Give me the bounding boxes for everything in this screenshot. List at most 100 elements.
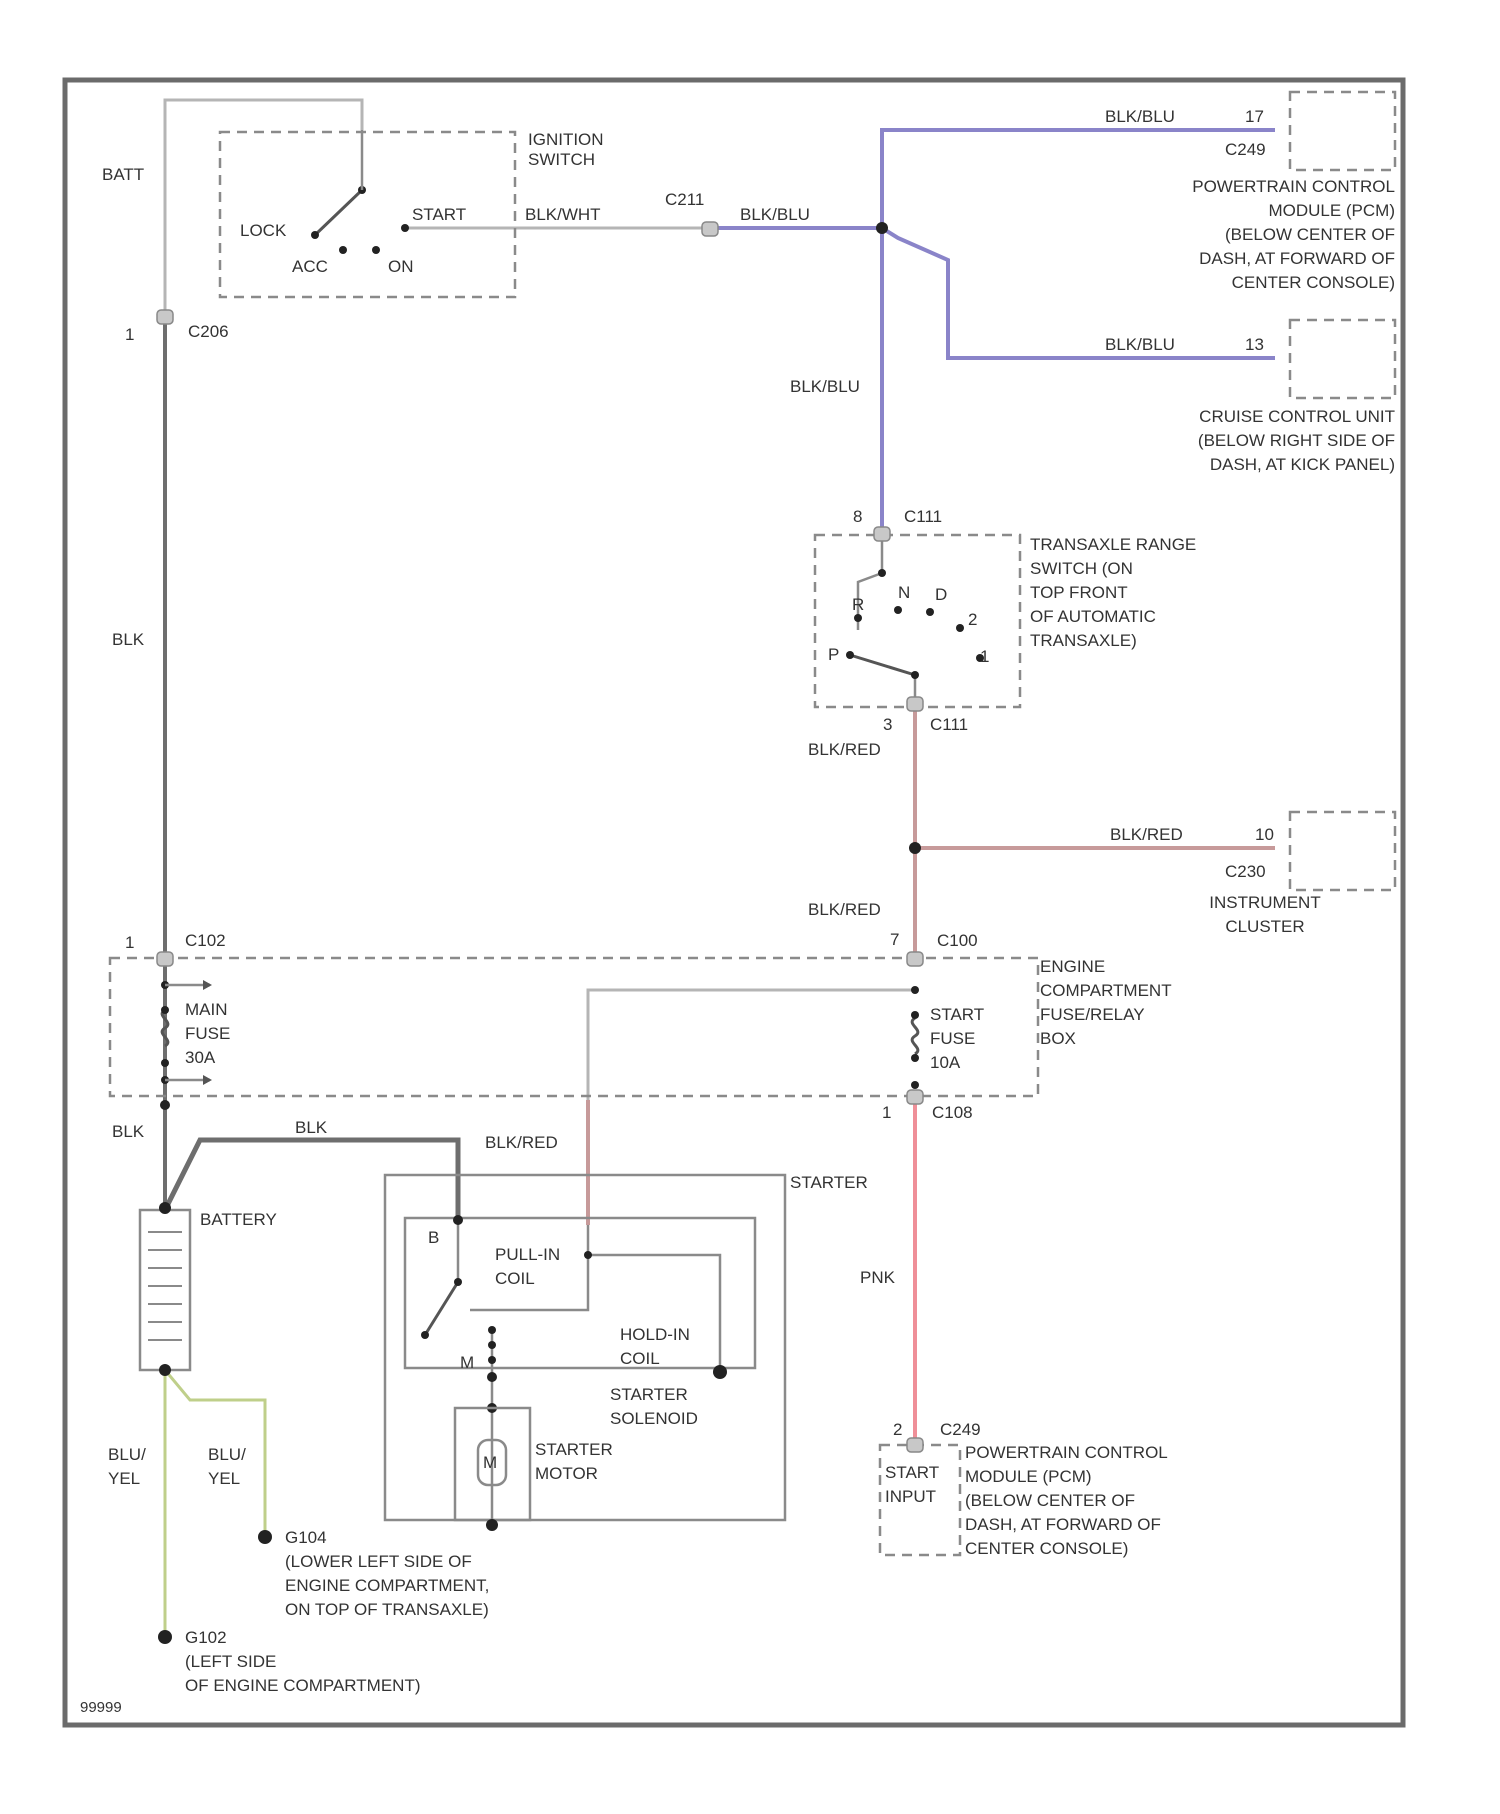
m-dot-4 [487,1372,497,1382]
label-ignition-switch-line-1: IGNITION [528,130,604,149]
label-blk-red-3: BLK/RED [808,900,881,919]
label-hold-in-line-2: COIL [620,1349,660,1368]
label-pin-2: 2 [893,1420,902,1439]
start-fuse-symbol [912,1018,918,1054]
label-g104: G104 [285,1528,327,1547]
label-g102: G102 [185,1628,227,1647]
label-pin-13: 13 [1245,335,1264,354]
start-fuse-dot-3 [911,1054,919,1062]
label-gear-n: N [898,583,910,602]
label-pin-1-c206: 1 [125,325,134,344]
label-solenoid-line-1: STARTER [610,1385,688,1404]
trs-contact-n [894,606,902,614]
label-g102-loc-line-2: OF ENGINE COMPARTMENT) [185,1676,421,1695]
trs-blade [850,655,915,675]
label-blk-wht: BLK/WHT [525,205,601,224]
blk-junction-dot [160,1100,170,1110]
start-fuse-dot-4 [911,1081,919,1089]
label-main-fuse-line-2: FUSE [185,1024,230,1043]
label-pcm-bot-line-3: (BELOW CENTER OF [965,1491,1135,1510]
label-blk-blu-3: BLK/BLU [1105,335,1175,354]
blk-red-junction [909,842,921,854]
label-c102: C102 [185,931,226,950]
label-pcm-top-line-4: DASH, AT FORWARD OF [1199,249,1395,268]
label-cruise-unit-line-1: CRUISE CONTROL UNIT [1199,407,1395,426]
label-pcm-bot-line-4: DASH, AT FORWARD OF [965,1515,1161,1534]
main-fuse-dot-3 [161,1059,169,1067]
label-blu-yel-1-line-1: BLU/ [108,1445,146,1464]
m-dot-2 [488,1341,496,1349]
trs-contact-d [926,608,934,616]
label-blk-red-2: BLK/RED [1110,825,1183,844]
label-on: ON [388,257,414,276]
pull-in-coil-line [470,1225,588,1310]
label-start-input-line-1: START [885,1463,939,1482]
label-b-term: B [428,1228,439,1247]
solenoid-blade [425,1282,458,1335]
label-pcm-top-line-1: POWERTRAIN CONTROL [1192,177,1395,196]
label-page-code: 99999 [80,1699,122,1716]
connector-markers [157,222,923,1452]
label-motor-m: M [483,1453,497,1472]
label-pin-3: 3 [883,715,892,734]
trs-contact-2 [956,624,964,632]
ground-g102 [158,1630,172,1644]
label-c249: C249 [1225,140,1266,159]
label-engine-box-line-3: FUSE/RELAY [1040,1005,1145,1024]
transaxle-range-switch-box [815,535,1020,707]
diagram-labels: BATTIGNITIONSWITCHLOCKACCONSTARTBLK/WHTC… [80,107,1395,1716]
label-trans-range-line-4: OF AUTOMATIC [1030,607,1156,626]
label-main-fuse-line-3: 30A [185,1048,216,1067]
label-c211-top: C211 [665,190,704,209]
label-pcm-top-line-3: (BELOW CENTER OF [1225,225,1395,244]
main-fuse-dot-2 [161,1006,169,1014]
label-blk-2: BLK [112,1122,145,1141]
label-g102-loc-line-1: (LEFT SIDE [185,1652,276,1671]
label-pcm-bot-line-2: MODULE (PCM) [965,1467,1092,1486]
label-blk-blu-4: BLK/BLU [790,377,860,396]
pull-in-dot [584,1251,592,1259]
battery-pos-dot [159,1202,171,1214]
label-blu-yel-2-line-2: YEL [208,1469,240,1488]
motor-ground-dot [486,1519,498,1531]
engine-fuse-box [110,958,1038,1096]
label-blk-3: BLK [295,1118,328,1137]
label-c111-bot: C111 [930,715,968,734]
label-pull-in-line-1: PULL-IN [495,1245,560,1264]
label-gear-r: R [852,595,864,614]
label-c108: C108 [932,1103,973,1122]
m-dot-1 [488,1326,496,1334]
trs-contact-p [846,651,854,659]
ignition-contact-on [372,246,380,254]
label-c206: C206 [188,322,229,341]
label-acc: ACC [292,257,328,276]
label-pnk: PNK [860,1268,896,1287]
label-c249-bot: C249 [940,1420,981,1439]
label-lock: LOCK [240,221,287,240]
label-pcm-bot-line-1: POWERTRAIN CONTROL [965,1443,1168,1462]
label-c100: C100 [937,931,978,950]
battery-cells [148,1232,182,1340]
arrow-head-1 [203,980,212,990]
label-engine-box-line-1: ENGINE [1040,957,1105,976]
battery-box [140,1210,190,1370]
ignition-switch-box [220,132,515,297]
label-blk-red-4: BLK/RED [485,1133,558,1152]
battery-neg-dot [159,1364,171,1376]
label-pin-1-c108: 1 [882,1103,891,1122]
label-cruise-unit-line-2: (BELOW RIGHT SIDE OF [1198,431,1395,450]
instrument-cluster-box [1290,812,1395,890]
label-g104-loc-line-2: ENGINE COMPARTMENT, [285,1576,489,1595]
blk-blu-wire-cruise [882,228,1275,358]
label-blk-1: BLK [112,630,145,649]
ignition-contact-start [401,224,409,232]
label-pin-8: 8 [853,507,862,526]
label-start-input-line-2: INPUT [885,1487,936,1506]
label-pcm-bot-line-5: CENTER CONSOLE) [965,1539,1128,1558]
cruise-unit-box [1290,320,1395,398]
label-trans-range-line-3: TOP FRONT [1030,583,1128,602]
label-pin-7: 7 [890,930,899,949]
start-fuse-dot-1 [911,986,919,994]
label-gear-d: D [935,585,947,604]
ignition-switch-blade [315,190,362,235]
